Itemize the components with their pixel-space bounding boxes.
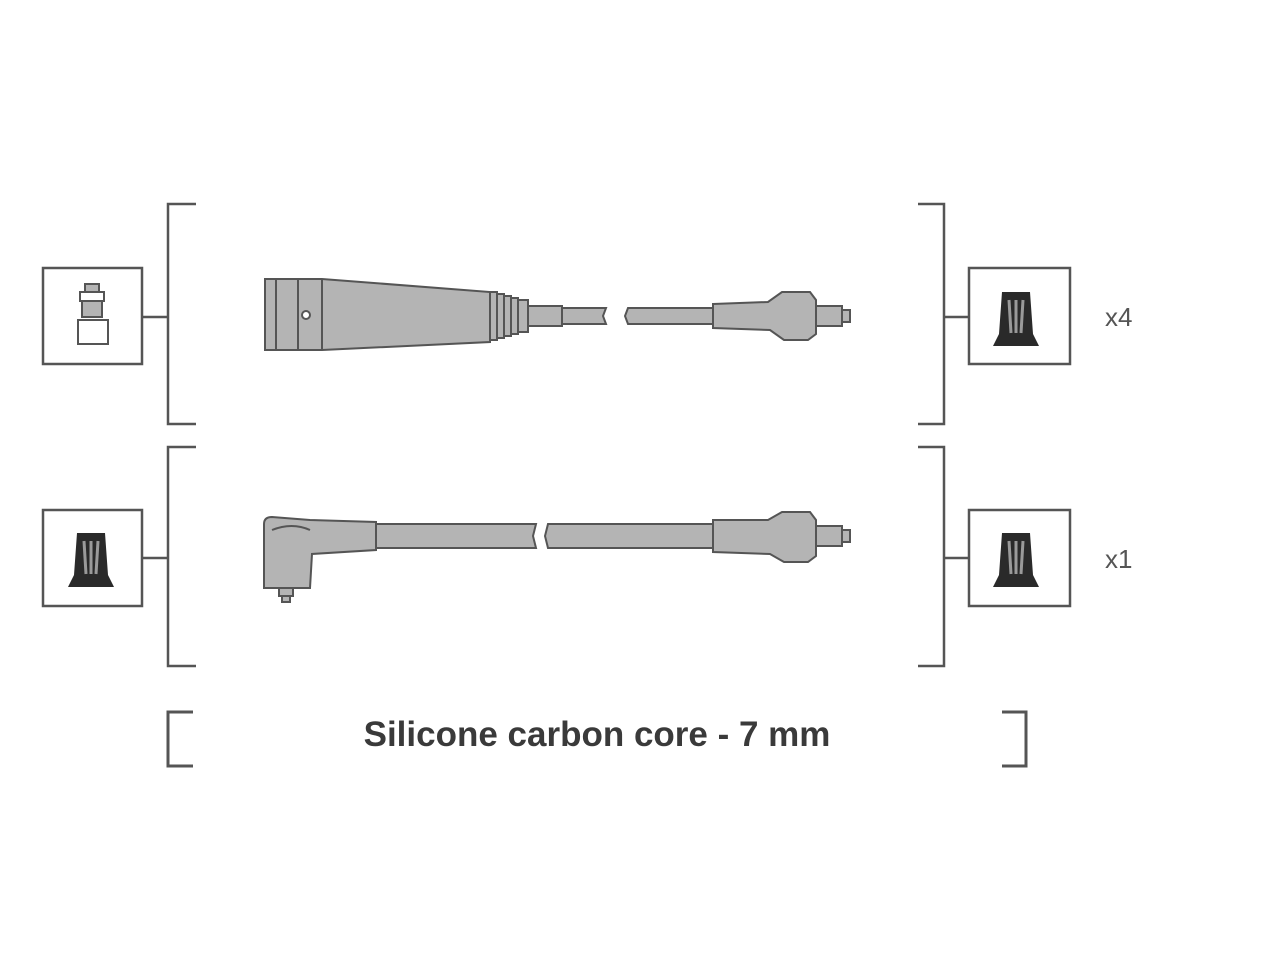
boot-icon-box-right-2 — [967, 508, 1072, 608]
caption-right-bracket — [1002, 710, 1028, 768]
pin-connector-icon — [77, 283, 109, 345]
pin-connector-icon-box — [41, 266, 144, 366]
left-bracket — [142, 202, 196, 426]
boot-icon-box-right-1 — [967, 266, 1072, 366]
caption-left-bracket — [166, 710, 193, 768]
quantity-label-1: x4 — [1105, 302, 1132, 332]
right-bracket — [918, 202, 969, 426]
ignition-lead-angled — [263, 511, 851, 603]
quantity-label-2: x1 — [1105, 544, 1132, 574]
ignition-lead-straight — [264, 278, 851, 351]
caption-group: Silicone carbon core - 7 mm — [166, 710, 1028, 768]
lead-set-2: x1 — [41, 445, 1132, 668]
left-bracket — [142, 445, 196, 668]
boot-icon-box-left-2 — [41, 508, 144, 608]
right-bracket — [918, 445, 969, 668]
lead-set-1: x4 — [41, 202, 1132, 426]
core-spec-caption: Silicone carbon core - 7 mm — [364, 715, 831, 754]
